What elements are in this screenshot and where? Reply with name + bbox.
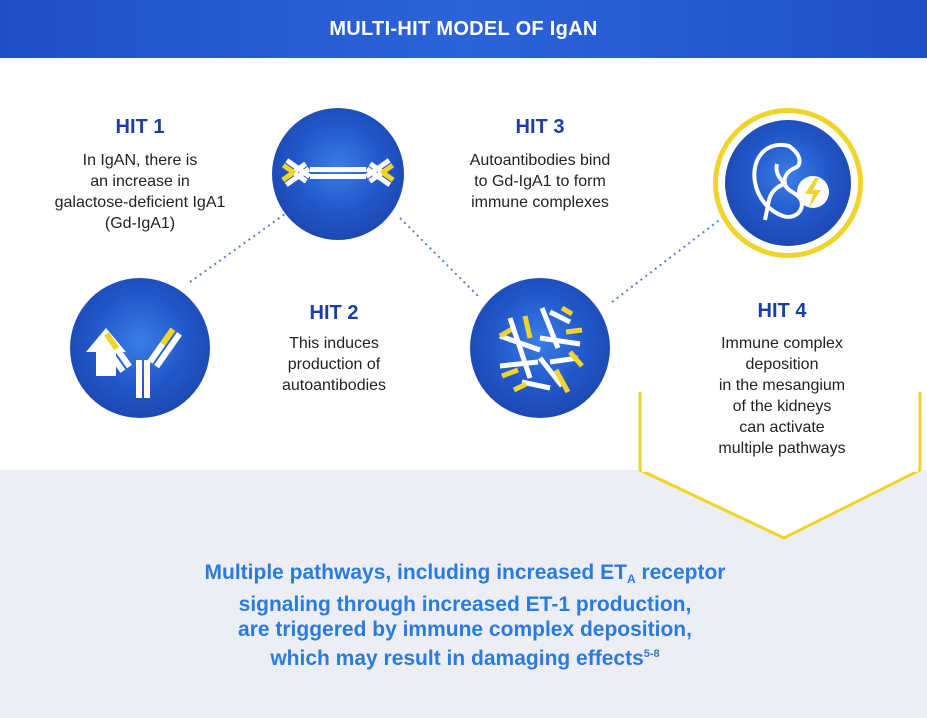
lightning-icon <box>797 176 829 208</box>
summary-text: Multiple pathways, including increased E… <box>150 560 780 671</box>
hit1-heading: HIT 1 <box>115 116 165 138</box>
hit1-line: galactose-deficient IgA1 <box>54 194 226 211</box>
summary-reference: 5-8 <box>643 648 660 660</box>
hit4-description: Immune complex deposition in the mesangi… <box>672 333 892 459</box>
hit4-line: of the kidneys <box>732 398 832 415</box>
hit4-line: can activate <box>739 419 825 436</box>
hit3-circle <box>470 278 610 418</box>
immune-complex-icon <box>498 305 584 394</box>
antibody-icon <box>97 327 182 398</box>
summary-line-4-text: which may result in damaging effects <box>270 647 644 670</box>
hit3-description: Autoantibodies bind to Gd-IgA1 to form i… <box>430 150 650 213</box>
header-banner: MULTI-HIT MODEL OF IgAN <box>0 0 927 58</box>
antibody-icon <box>281 158 395 187</box>
hit1-line: In IgAN, there is <box>82 152 198 169</box>
hit4-line: deposition <box>745 356 819 373</box>
hit4-line: multiple pathways <box>718 440 846 457</box>
hit1-description: In IgAN, there is an increase in galacto… <box>20 150 260 234</box>
hit4-line: Immune complex <box>721 335 843 352</box>
hit4-circle <box>725 120 851 246</box>
hit3-line: Autoantibodies bind <box>469 152 611 169</box>
hit3-line: to Gd-IgA1 to form <box>474 173 606 190</box>
hit3-heading: HIT 3 <box>515 116 565 138</box>
hit1-line: (Gd-IgA1) <box>104 215 176 232</box>
hit2-description: This induces production of autoantibodie… <box>234 333 434 396</box>
hit2-line: production of <box>287 356 381 373</box>
hit4-ring <box>713 108 863 258</box>
summary-line-1-start: Multiple pathways, including increased E… <box>204 561 627 584</box>
hit2-heading: HIT 2 <box>309 302 359 324</box>
summary-line-1: Multiple pathways, including increased E… <box>150 560 780 592</box>
summary-line-4: which may result in damaging effects5-8 <box>150 642 780 671</box>
summary-line-3: are triggered by immune complex depositi… <box>238 618 692 641</box>
hit4-heading: HIT 4 <box>757 300 807 322</box>
summary-line-1-end: receptor <box>635 561 726 584</box>
summary-subscript: A <box>626 572 636 586</box>
hit3-line: immune complexes <box>471 194 609 211</box>
kidney-icon <box>752 142 829 221</box>
hit4-line: in the mesangium <box>718 377 846 394</box>
page-title: MULTI-HIT MODEL OF IgAN <box>329 17 598 40</box>
up-arrow-icon <box>86 327 182 398</box>
hit1-circle <box>70 278 210 418</box>
hit1-line: an increase in <box>90 173 190 190</box>
hit2-line: This induces <box>289 335 379 352</box>
hit2-line: autoantibodies <box>281 377 387 394</box>
hit2-circle <box>272 108 404 240</box>
summary-line-2: signaling through increased ET-1 product… <box>238 593 692 616</box>
